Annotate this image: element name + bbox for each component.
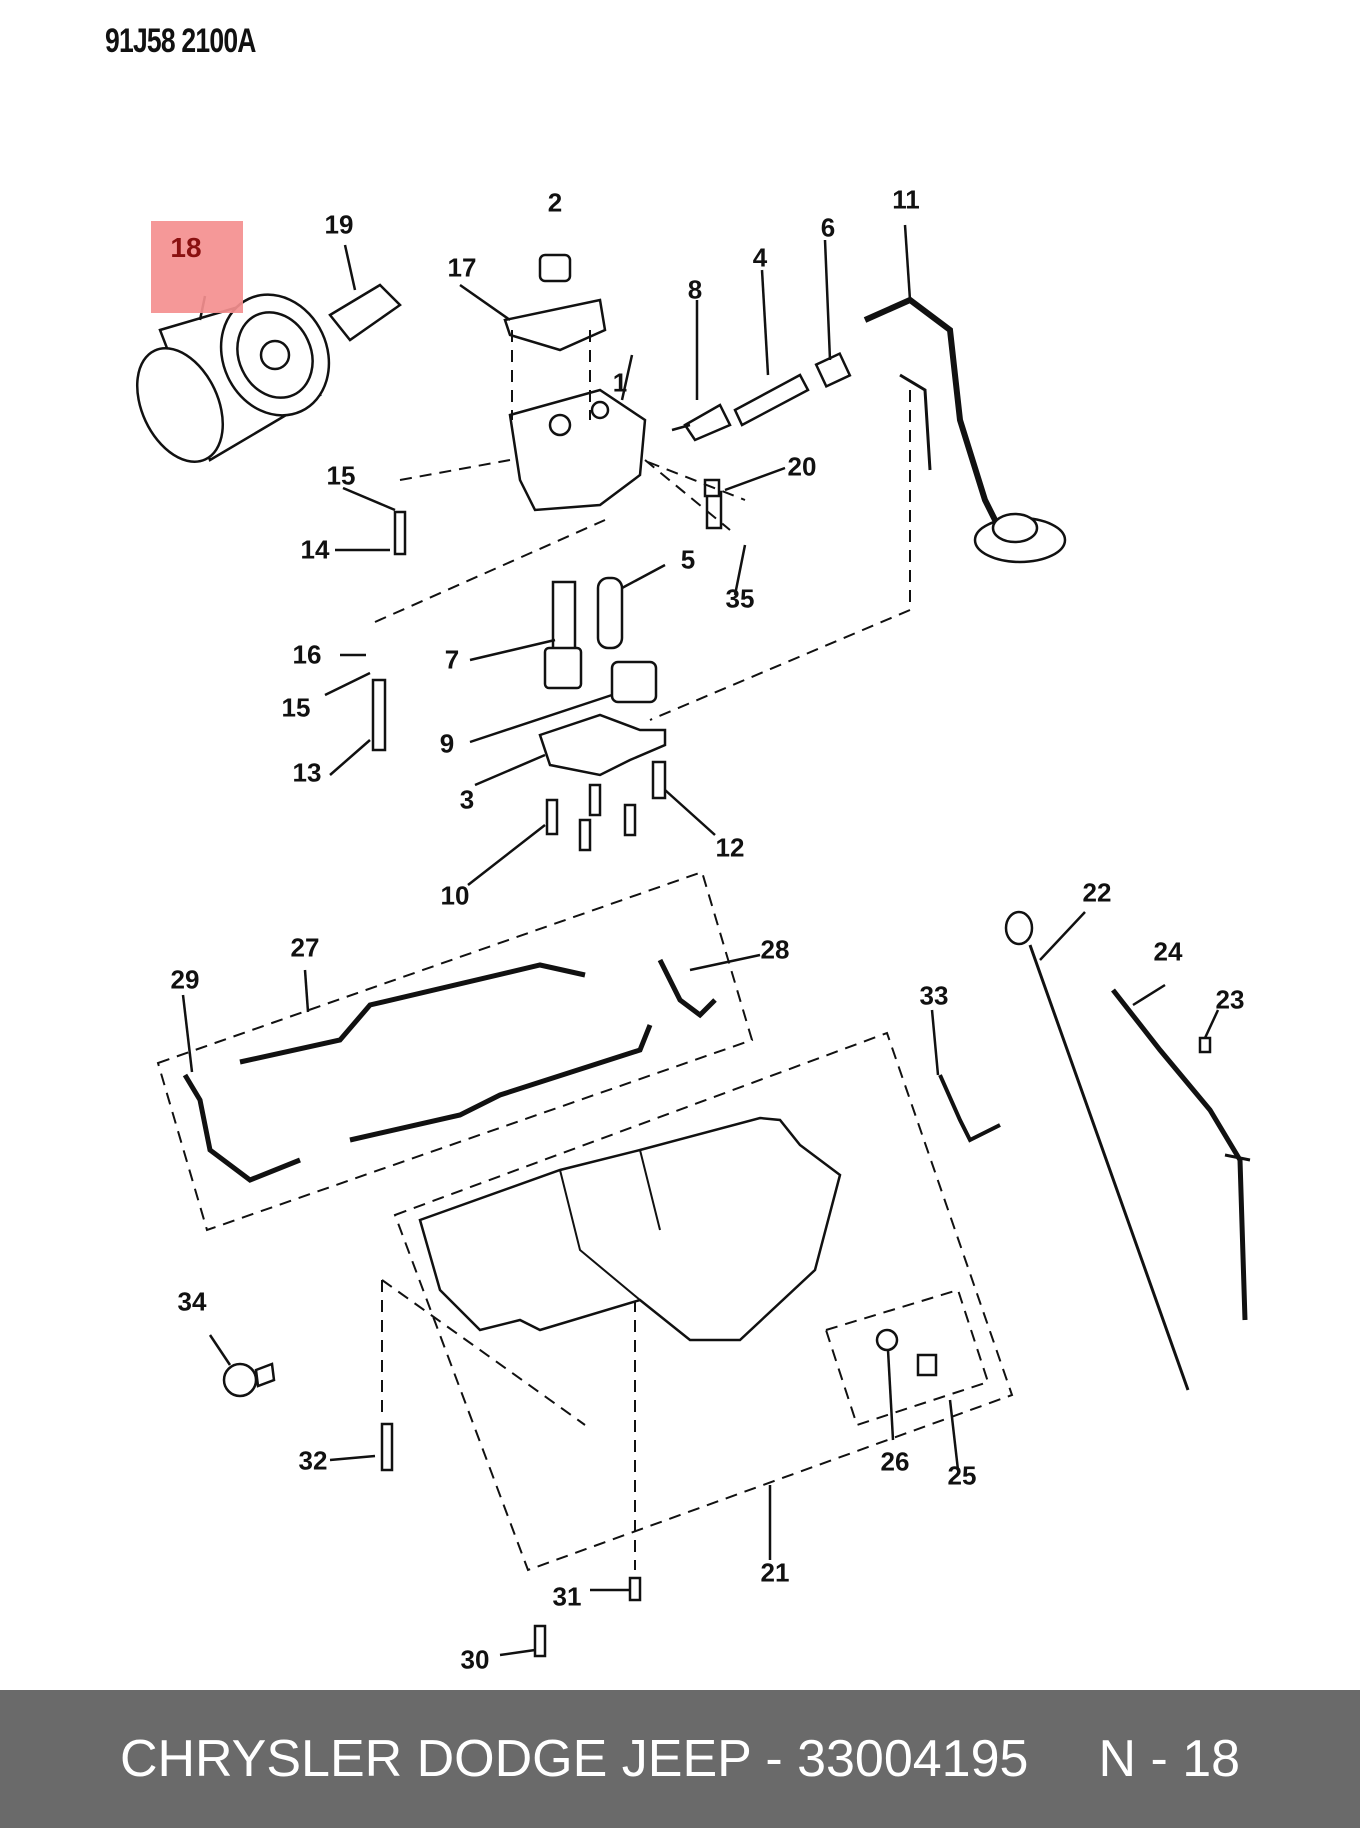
cover-gasket-part (503, 298, 607, 352)
callout-12: 12 (715, 832, 745, 863)
callout-34: 34 (177, 1286, 207, 1317)
callout-22: 22 (1082, 877, 1112, 908)
callout-14: 14 (300, 534, 330, 565)
washer-part (875, 1328, 899, 1352)
callout-21: 21 (760, 1557, 790, 1588)
callout-25: 25 (947, 1460, 977, 1491)
callout-17: 17 (447, 252, 477, 283)
callout-32: 32 (298, 1445, 328, 1476)
oil-pump-body-part (508, 388, 647, 512)
pump-gears-part (543, 576, 658, 704)
callout-19: 19 (324, 209, 354, 240)
pickup-tube-part (863, 296, 1067, 564)
callout-30: 30 (460, 1644, 490, 1675)
callout-11: 11 (892, 184, 920, 215)
highlight-box (151, 221, 243, 313)
footer-bar: CHRYSLER DODGE JEEP - 33004195 N - 18 (0, 1690, 1360, 1828)
footer-brand-part-number: CHRYSLER DODGE JEEP - 33004195 (119, 1730, 1029, 1788)
footer-page-ref: N - 18 (1098, 1730, 1241, 1788)
clamp-part (222, 1362, 276, 1398)
callout-16: 16 (292, 639, 322, 670)
callout-26: 26 (880, 1446, 910, 1477)
bolts-group (371, 478, 723, 1658)
callout-leaders (181, 224, 1220, 1657)
callout-15b: 15 (281, 692, 311, 723)
dipstick-part (1004, 910, 1190, 1391)
callout-3: 3 (459, 784, 475, 815)
dipstick-tube-part (1111, 988, 1251, 1321)
drain-plug-part (916, 1353, 938, 1377)
callout-8: 8 (687, 274, 703, 305)
callout-1: 1 (612, 367, 628, 398)
pan-gaskets-part (182, 958, 717, 1183)
callout-2: 2 (547, 187, 563, 218)
parts-diagram: 91J58 2100A 18 1 2 3 4 5 6 7 8 9 10 11 1… (105, 22, 1251, 1675)
callout-20: 20 (787, 451, 817, 482)
callout-5: 5 (680, 544, 696, 575)
leader-dash-lines (156, 330, 1014, 1572)
highlighted-part-label: 18 (170, 232, 202, 263)
filter-adapter-part (328, 283, 402, 342)
callout-33: 33 (919, 980, 949, 1011)
bushing-part (538, 253, 572, 283)
callout-15a: 15 (326, 460, 356, 491)
callout-28: 28 (760, 934, 790, 965)
pump-cover-part (538, 713, 667, 777)
oil-filter-part (135, 293, 331, 463)
callout-13: 13 (292, 757, 322, 788)
callout-35: 35 (725, 583, 755, 614)
bolt-23-part (1198, 1036, 1212, 1054)
diagram-code: 91J58 2100A (105, 22, 256, 60)
bracket-part (938, 1074, 1001, 1143)
callout-4: 4 (752, 242, 768, 273)
callout-9: 9 (439, 728, 455, 759)
callout-24: 24 (1153, 936, 1183, 967)
callout-10: 10 (440, 880, 470, 911)
callout-23: 23 (1215, 984, 1245, 1015)
oil-pan-part (418, 1116, 842, 1342)
callout-27: 27 (290, 932, 320, 963)
callout-29: 29 (170, 964, 200, 995)
callout-31: 31 (552, 1581, 582, 1612)
exploded-view-drawing (135, 224, 1251, 1658)
callout-7: 7 (444, 644, 460, 675)
callout-6: 6 (820, 212, 836, 243)
relief-valve-parts (671, 351, 852, 442)
